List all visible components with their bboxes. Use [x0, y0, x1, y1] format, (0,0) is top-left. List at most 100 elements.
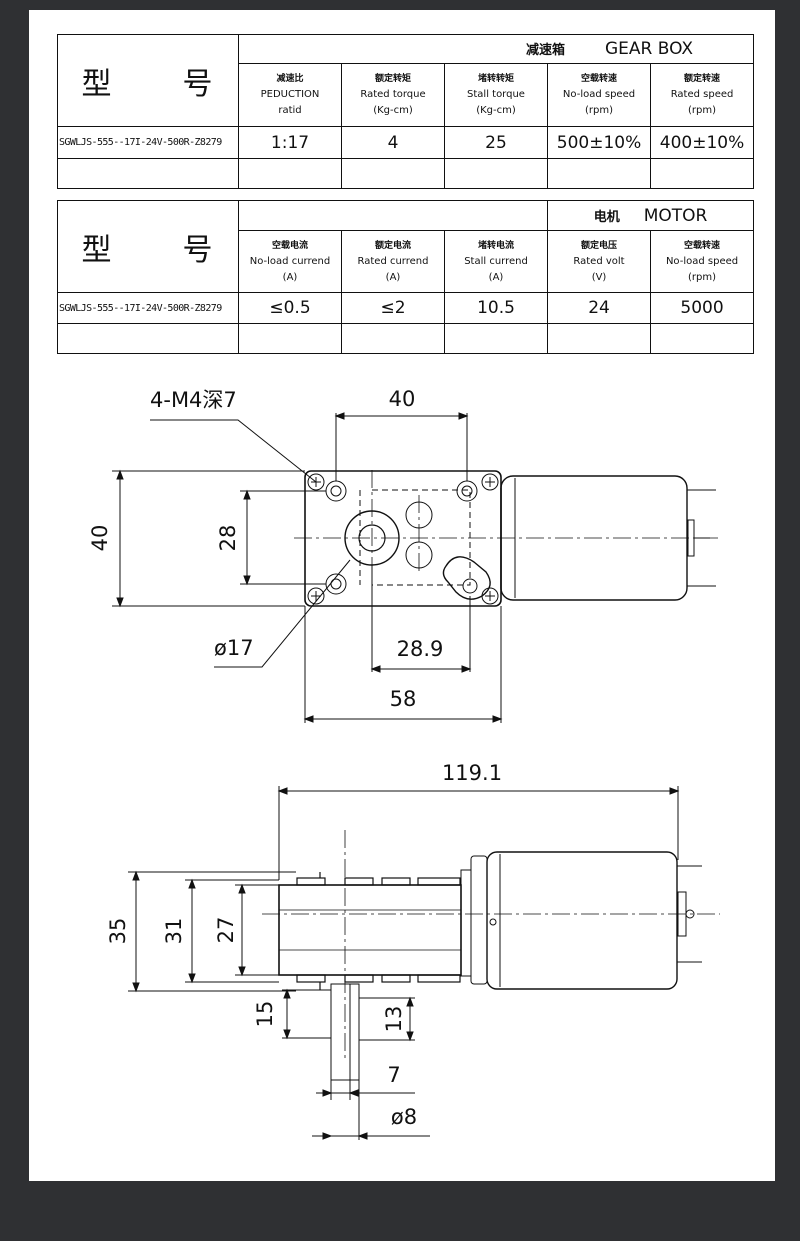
hidden-lines	[359, 489, 471, 586]
empty-cell	[444, 158, 548, 189]
column-header-cn: 额定电压	[581, 240, 618, 251]
column-header-en: Rated speed	[670, 89, 734, 100]
column-header-unit: (A)	[282, 271, 298, 283]
value-cell: 24	[547, 292, 652, 324]
empty-cell	[57, 158, 239, 189]
empty-cell	[547, 158, 651, 189]
empty-cell	[238, 158, 342, 189]
front-view	[112, 412, 720, 723]
model-heading-char-2: 号	[182, 66, 215, 102]
dim-flat-7: 7	[387, 1063, 400, 1087]
dim-shaft-dia-8: ø8	[391, 1105, 417, 1129]
empty-cell	[238, 323, 342, 354]
motor-title-blank	[237, 200, 549, 231]
dim-shaft-diameter: ø17	[214, 636, 254, 660]
center-lines	[294, 470, 720, 615]
column-header-en: Rated volt	[573, 255, 625, 267]
column-header-cn: 空载电流	[271, 240, 308, 251]
empty-cell	[341, 158, 445, 189]
column-header-unit: (rpm)	[584, 105, 613, 116]
column-header-en: Stall torque	[467, 89, 525, 100]
column-header-en: Stall currend	[464, 255, 528, 267]
empty-cell	[649, 158, 755, 189]
column-header-cn: 空载转速	[580, 74, 617, 84]
model-heading: 型 号	[57, 34, 239, 127]
empty-cell	[547, 323, 652, 354]
motor-terminal-icon	[687, 489, 716, 587]
column-header-cn: 空载转速	[684, 240, 721, 251]
gear-teeth	[296, 872, 461, 990]
dim-top-width: 40	[389, 387, 416, 411]
value-cell: 25	[444, 126, 548, 159]
model-heading: 型 号	[57, 200, 239, 293]
value-cell: 500±10%	[547, 126, 651, 159]
column-header-unit: (rpm)	[688, 105, 717, 116]
table-row-empty	[57, 158, 755, 189]
motor-title-cn: 电机	[593, 209, 620, 225]
motor-title-en: MOTOR	[643, 205, 708, 226]
dim-shaft-15: 15	[253, 1001, 277, 1028]
dim-shaft-offset: 28.9	[397, 637, 444, 661]
column-header-en: No-load currend	[249, 255, 331, 267]
dimension-labels: 4-M4深7 40 40 28 ø17 28.9 58 119.1 35 31 …	[88, 387, 502, 1129]
slot-hole-inner	[462, 578, 478, 594]
column-header-en: Rated torque	[360, 89, 426, 100]
column-header-unit: (A)	[488, 271, 504, 283]
hole-callout: 4-M4深7	[150, 388, 237, 412]
empty-cell	[341, 323, 445, 354]
column-header-cn: 堵转电流	[478, 240, 515, 251]
empty-cell	[650, 323, 755, 354]
column-header: 额定电流 Rated currend (A)	[341, 230, 445, 293]
column-header-cn: 额定转速	[684, 74, 721, 84]
model-heading-char-1: 型	[81, 232, 114, 268]
table-row: SGWLJS-555--17I-24V-500R-Z8279 ≤0.5 ≤2 1…	[57, 292, 755, 324]
model-number-cell: SGWLJS-555--17I-24V-500R-Z8279	[57, 292, 239, 324]
dim-height-35: 35	[106, 918, 130, 945]
model-number-cell: SGWLJS-555--17I-24V-500R-Z8279	[57, 126, 239, 159]
dim-height-27: 27	[214, 917, 238, 944]
column-header-unit: (A)	[385, 271, 401, 283]
value-cell: ≤2	[341, 292, 445, 324]
column-header-unit: (V)	[591, 271, 607, 283]
column-header-unit: ratid	[278, 105, 302, 116]
motor-spec-table: 型 号 电机 MOTOR 空载电流 No-load currend (A) 额定电流 R…	[57, 200, 755, 354]
dim-height-31: 31	[162, 918, 186, 945]
slot-hole	[442, 556, 491, 600]
m4-hole-icon	[325, 480, 478, 595]
diameter-leader-line	[214, 559, 351, 668]
column-header-en: PEDUCTION	[260, 89, 320, 100]
column-header-cn: 堵转转矩	[477, 74, 514, 84]
output-shaft-side	[330, 983, 360, 1081]
value-cell: 10.5	[443, 292, 549, 324]
column-header-en: No-load speed	[562, 89, 636, 100]
column-header: 额定转矩 Rated torque (Kg-cm)	[341, 63, 445, 127]
column-header: 额定转速 Rated speed (rpm)	[649, 63, 755, 127]
column-header-unit: (rpm)	[688, 271, 717, 283]
table-row: SGWLJS-555--17I-24V-500R-Z8279 1:17 4 25…	[57, 126, 755, 159]
dim-hole-spacing: 28	[216, 525, 240, 552]
column-header-cn: 额定转矩	[374, 74, 411, 84]
column-header: 空载转速 No-load speed (rpm)	[650, 230, 755, 293]
empty-cell	[57, 323, 239, 354]
hole-leader-line	[150, 419, 317, 483]
gearbox-side-body	[278, 884, 462, 976]
dim-left-height: 40	[88, 525, 112, 552]
value-cell: 400±10%	[649, 126, 755, 159]
table-row-empty	[57, 323, 755, 354]
column-header-en: No-load speed	[665, 255, 739, 267]
column-header-unit: (Kg-cm)	[373, 105, 413, 116]
gearbox-title-en: GEAR BOX	[604, 39, 694, 59]
dim-total-length: 119.1	[442, 761, 502, 785]
column-header-en: Rated currend	[357, 255, 429, 267]
column-header: 空载电流 No-load currend (A)	[238, 230, 342, 293]
column-header-cn: 额定电流	[374, 240, 411, 251]
model-heading-char-1: 型	[81, 66, 114, 102]
column-header-unit: (Kg-cm)	[476, 105, 516, 116]
empty-cell	[443, 323, 549, 354]
model-heading-char-2: 号	[182, 232, 215, 268]
value-cell: 1:17	[238, 126, 342, 159]
column-header-cn: 减速比	[276, 74, 304, 84]
